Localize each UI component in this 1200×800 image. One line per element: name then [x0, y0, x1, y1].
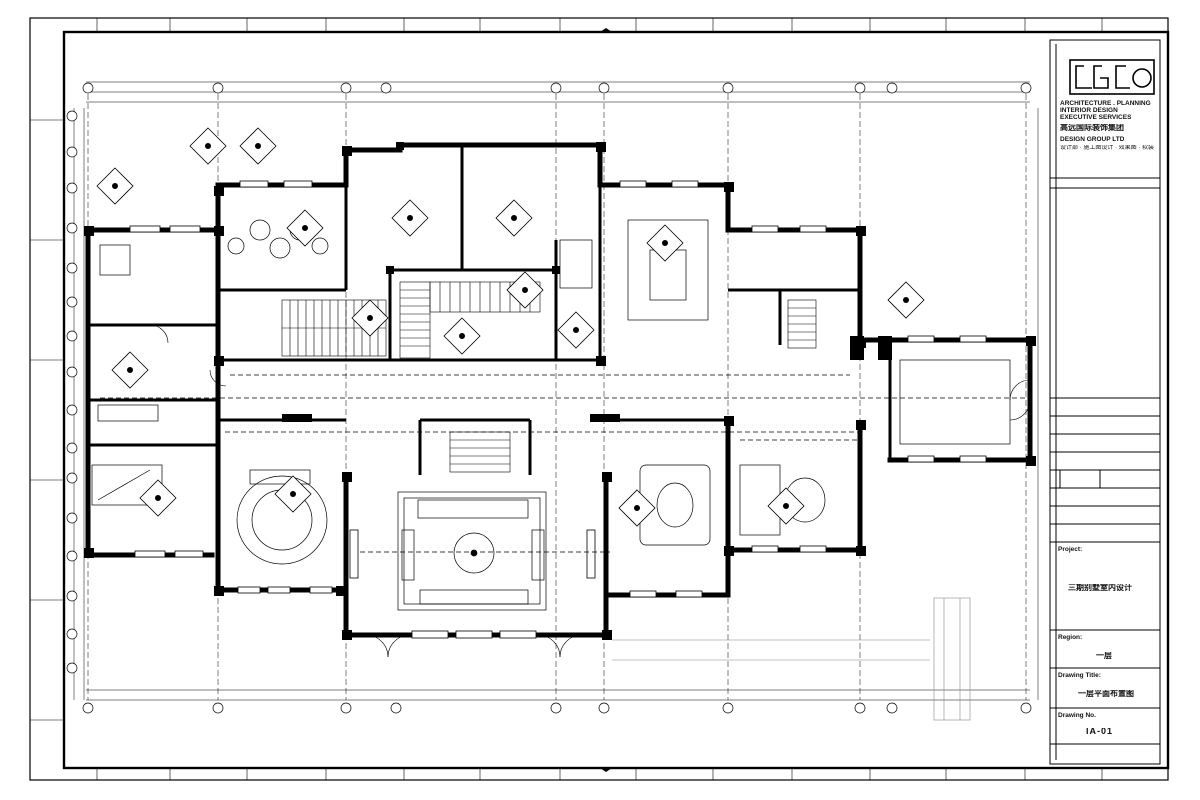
title-block-frame [1049, 39, 1161, 765]
living-room-furniture [397, 491, 547, 611]
interior-walls [88, 145, 892, 475]
company-sub-cn: 设计部 · 施工图设计 · 效果图 · 软装 [1060, 145, 1154, 151]
ceiling-lines [100, 374, 1030, 553]
company-cn: 高远国际装饰集团 [1060, 124, 1124, 131]
columns [84, 142, 1036, 640]
company-logo [1069, 59, 1155, 95]
project-name-value: 三期别墅室内设计 [1068, 584, 1132, 591]
project-name-label: Project: [1058, 546, 1083, 553]
windows [129, 180, 987, 639]
drawing-no-value: IA-01 [1086, 728, 1114, 735]
drawing-no-label: Drawing No. [1058, 712, 1096, 719]
terrace [612, 597, 971, 721]
company-en-line2: INTERIOR DESIGN [1060, 107, 1118, 114]
doors [149, 324, 1031, 658]
company-en-group: DESIGN GROUP LTD [1060, 136, 1125, 143]
edge-ticks-top [30, 18, 1103, 780]
drawing-title-label: Drawing Title: [1058, 672, 1101, 679]
family-room-furniture [91, 219, 1011, 565]
company-en-line3: EXECUTIVE SERVICES [1060, 114, 1132, 121]
grid-bubbles [66, 82, 1032, 714]
region-label: Region: [1058, 634, 1083, 641]
dimension-lines-top [73, 81, 1039, 701]
elevation-tag-dots [112, 143, 909, 511]
region-value: 一层 [1096, 652, 1112, 659]
company-en-line1: ARCHITECTURE . PLANNING [1060, 100, 1151, 107]
sheet-inner-border [62, 30, 1170, 770]
drawing-title-value: 一层平面布置图 [1078, 690, 1134, 697]
